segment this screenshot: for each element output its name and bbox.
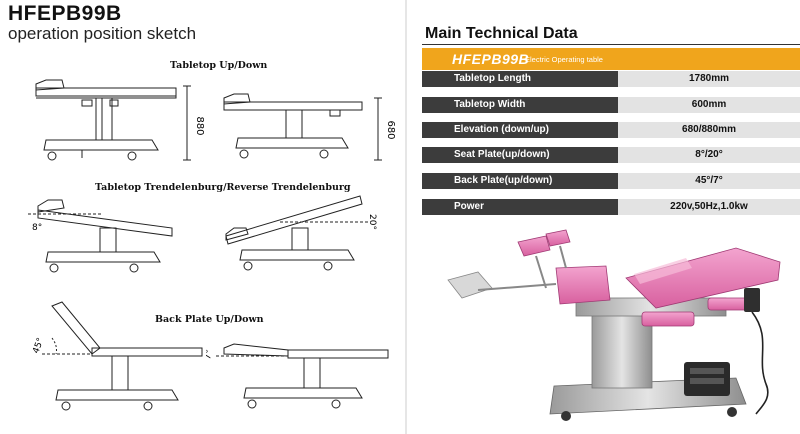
model-title: HFEPB99B [8, 2, 122, 25]
sketch-subtitle: operation position sketch [8, 24, 197, 43]
spec-name: Power [422, 199, 618, 215]
spec-name: Back Plate(up/down) [422, 173, 618, 189]
spec-row-seat-plate: Seat Plate(up/down) 8°/20° [422, 147, 800, 163]
section-label-trendelenburg: Tabletop Trendelenburg/Reverse Trendelen… [95, 182, 351, 193]
angle-label-back-down: 7° [206, 349, 215, 361]
height-label-low: 680 [385, 120, 396, 139]
panel-divider [405, 0, 407, 434]
spec-row-tabletop-length: Tabletop Length 1780mm [422, 71, 800, 87]
sketch-panel: HFEPB99B operation position sketch Table… [8, 2, 396, 411]
spec-value: 680/880mm [618, 122, 800, 138]
sketch-back-plate-down: 7° [206, 343, 389, 409]
spec-row-back-plate: Back Plate(up/down) 45°/7° [422, 173, 800, 189]
technical-title: Main Technical Data [425, 25, 578, 42]
sketch-trendelenburg: 8° [28, 199, 173, 273]
spec-value: 600mm [618, 97, 800, 113]
section-label-tabletop-up-down: Tabletop Up/Down [170, 60, 268, 71]
sketch-table-low: 680 [223, 93, 396, 161]
spec-name: Tabletop Length [422, 71, 618, 87]
spec-value: 8°/20° [618, 147, 800, 163]
spec-row-tabletop-width: Tabletop Width 600mm [422, 97, 800, 113]
angle-label-reverse: 20° [367, 214, 377, 230]
model-bar-type: Electric Operating table [525, 55, 603, 64]
model-bar: HFEPB99B Electric Operating table [422, 48, 800, 70]
height-label-high: 880 [194, 116, 205, 135]
angle-label-back-up: 45° [31, 337, 46, 355]
spec-name: Elevation (down/up) [422, 122, 618, 138]
spec-value: 1780mm [618, 71, 800, 87]
spec-value: 45°/7° [618, 173, 800, 189]
sketch-reverse-trendelenburg: 20° [225, 195, 377, 271]
technical-panel: Main Technical Data HFEPB99B Electric Op… [408, 0, 800, 434]
title-rule [422, 44, 800, 45]
spec-name: Seat Plate(up/down) [422, 147, 618, 163]
sketch-back-plate-up: 45° [31, 301, 203, 411]
spec-value: 220v,50Hz,1.0kw [618, 199, 800, 215]
section-label-back-plate: Back Plate Up/Down [155, 314, 264, 325]
sketch-table-high: 880 [35, 79, 205, 161]
model-bar-name: HFEPB99B [452, 51, 530, 67]
operating-table-photo [447, 229, 781, 421]
spec-name: Tabletop Width [422, 97, 618, 113]
angle-label-trendelenburg: 8° [32, 223, 42, 233]
spec-row-elevation: Elevation (down/up) 680/880mm [422, 122, 800, 138]
spec-row-power: Power 220v,50Hz,1.0kw [422, 199, 800, 215]
